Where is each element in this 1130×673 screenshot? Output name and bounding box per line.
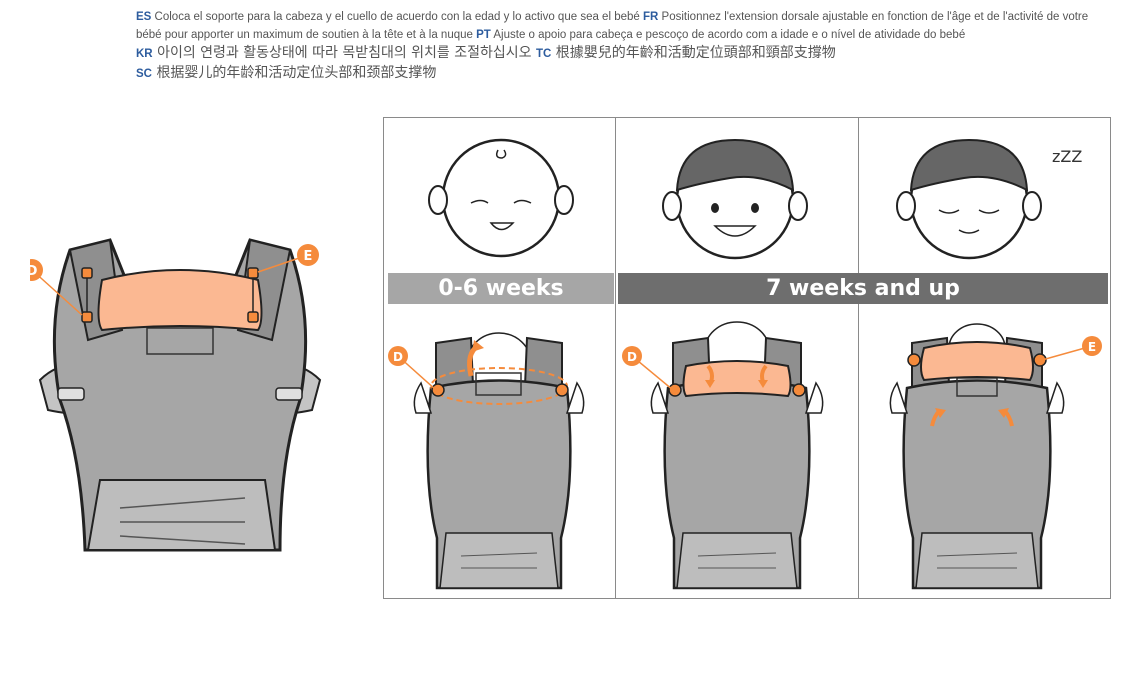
newborn-face-illustration xyxy=(426,128,576,263)
awake-baby-face-illustration xyxy=(660,128,810,263)
lang-code-sc: SC xyxy=(136,68,152,80)
lang-code-pt: PT xyxy=(476,29,491,41)
callout-d-label: D xyxy=(30,264,38,279)
text-kr: 아이의 연령과 활동상태에 따라 목받침대의 위치를 조절하십시오 xyxy=(157,45,531,61)
carrier-headrest-lowered-illustration: D xyxy=(618,318,856,596)
instruction-line-4: SC 根据婴儿的年龄和活动定位头部和颈部支撑物 xyxy=(136,64,1096,84)
text-sc: 根据婴儿的年龄和活动定位头部和颈部支撑物 xyxy=(156,65,436,81)
carrier-main-illustration: D E xyxy=(30,230,330,560)
carrier-headrest-folded-illustration: D xyxy=(386,318,612,596)
text-fr-cont: bébé pour apporter un maximum de soutien… xyxy=(136,29,473,41)
lang-code-es: ES xyxy=(136,11,151,23)
age-guide-panel: zZZ 0-6 weeks 7 weeks and up D xyxy=(383,117,1111,599)
callout-e-label: E xyxy=(304,249,313,264)
callout-d-panel1-label: D xyxy=(393,350,403,364)
sleep-zzz-text: zZZ xyxy=(1052,147,1082,166)
sleeping-baby-face-illustration: zZZ xyxy=(894,128,1094,263)
text-fr: Positionnez l'extension dorsale ajustabl… xyxy=(662,11,1089,23)
panel-divider-2 xyxy=(858,118,859,598)
callout-e-panel3-label: E xyxy=(1088,340,1096,354)
instruction-line-2: bébé pour apporter un maximum de soutien… xyxy=(136,26,1096,44)
panel-divider-1 xyxy=(615,118,616,598)
lang-code-fr: FR xyxy=(643,11,658,23)
age-bar-7-weeks-up: 7 weeks and up xyxy=(618,273,1108,304)
instruction-line-1: ES Coloca el soporte para la cabeza y el… xyxy=(136,8,1096,26)
carrier-headrest-raised-illustration: E xyxy=(862,318,1108,596)
age-bar-0-6-weeks: 0-6 weeks xyxy=(388,273,614,304)
lang-code-tc: TC xyxy=(536,48,551,60)
lang-code-kr: KR xyxy=(136,48,153,60)
instruction-line-3: KR 아이의 연령과 활동상태에 따라 목받침대의 위치를 조절하십시오 TC … xyxy=(136,44,1096,64)
text-es: Coloca el soporte para la cabeza y el cu… xyxy=(155,11,640,23)
text-tc: 根據嬰兒的年齡和活動定位頭部和頸部支撐物 xyxy=(556,45,836,61)
multilingual-instructions: ES Coloca el soporte para la cabeza y el… xyxy=(136,8,1096,84)
callout-d-panel2-label: D xyxy=(627,350,637,364)
text-pt: Ajuste o apoio para cabeça e pescoço de … xyxy=(493,29,965,41)
